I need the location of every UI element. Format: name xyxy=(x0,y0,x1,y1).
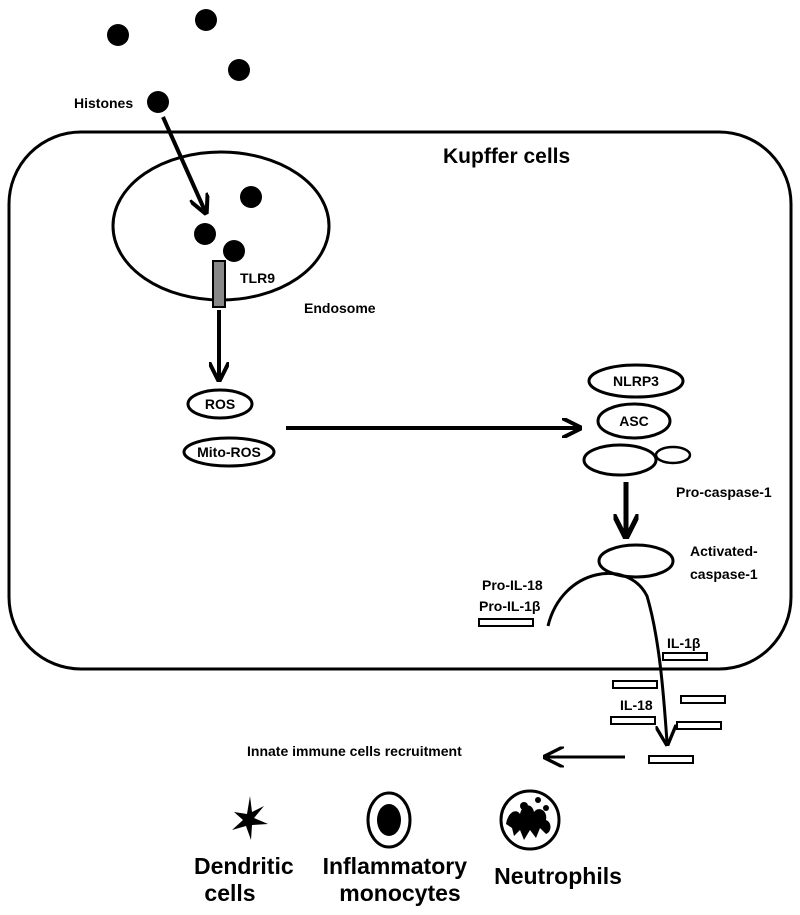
activated-caspase-1-node xyxy=(597,543,675,579)
asc-node xyxy=(596,402,672,440)
neutrophils-label: Neutrophils xyxy=(494,863,622,889)
histone-particle xyxy=(147,91,169,113)
inflammatory-monocyte-icon xyxy=(366,791,412,849)
dendritic-cells-label: Dendritic cells xyxy=(194,853,300,906)
kupffer-cells-title: Kupffer cells xyxy=(443,145,570,168)
endosome-label: Endosome xyxy=(304,300,376,316)
activated-label-line1: Activated- xyxy=(690,543,758,559)
dendritic-cell-icon xyxy=(232,796,268,840)
histone-particle xyxy=(194,223,216,245)
histone-particles xyxy=(107,9,250,113)
asc-label: ASC xyxy=(619,413,649,429)
monocytes-line1: Inflammatory xyxy=(323,853,468,879)
pro-caspase-1-domain xyxy=(654,445,692,465)
histones-label: Histones xyxy=(74,95,133,111)
nlrp3-label: NLRP3 xyxy=(613,373,659,389)
monocytes-line2: monocytes xyxy=(339,880,460,906)
cytokine-processing-arrow xyxy=(546,571,667,742)
cytokine-bar xyxy=(648,755,694,764)
il-18-bar xyxy=(610,716,656,725)
cytokine-bar xyxy=(680,695,726,704)
cytokine-bar xyxy=(612,680,658,689)
nlrp3-node xyxy=(587,363,685,399)
pro-caspase-1-label: Pro-caspase-1 xyxy=(676,484,772,500)
histone-uptake-arrow xyxy=(161,116,205,211)
mito-ros-label: Mito-ROS xyxy=(197,444,261,460)
recruitment-label: Innate immune cells recruitment xyxy=(247,743,462,759)
il-1b-label: IL-1β xyxy=(667,635,701,651)
cytokine-bar xyxy=(676,721,722,730)
ros-node xyxy=(186,388,254,420)
histone-particle xyxy=(240,186,262,208)
activated-caspase-1-label: Activated- caspase-1 xyxy=(690,543,762,582)
activated-label-line2: caspase-1 xyxy=(690,566,758,582)
dendritic-line1: Dendritic xyxy=(194,853,294,879)
dendritic-line2: cells xyxy=(204,880,255,906)
kupffer-cell-membrane xyxy=(7,130,793,671)
neutrophil-icon xyxy=(499,789,561,851)
histone-particle xyxy=(195,9,217,31)
histone-particle xyxy=(107,24,129,46)
inflammatory-monocytes-label: Inflammatory monocytes xyxy=(323,853,474,906)
histone-particle xyxy=(228,59,250,81)
histone-particle xyxy=(223,240,245,262)
ros-label: ROS xyxy=(205,396,235,412)
pro-il-18-label: Pro-IL-18 xyxy=(482,577,543,593)
pro-caspase-1-node xyxy=(582,443,658,477)
pro-il-1b-label: Pro-IL-1β xyxy=(479,598,541,614)
mito-ros-node xyxy=(182,436,276,468)
il-18-label: IL-18 xyxy=(620,697,653,713)
pro-cytokine-bar xyxy=(478,618,534,627)
il-1b-bar xyxy=(662,652,708,661)
tlr9-label: TLR9 xyxy=(240,270,275,286)
tlr9-receptor xyxy=(212,260,226,308)
